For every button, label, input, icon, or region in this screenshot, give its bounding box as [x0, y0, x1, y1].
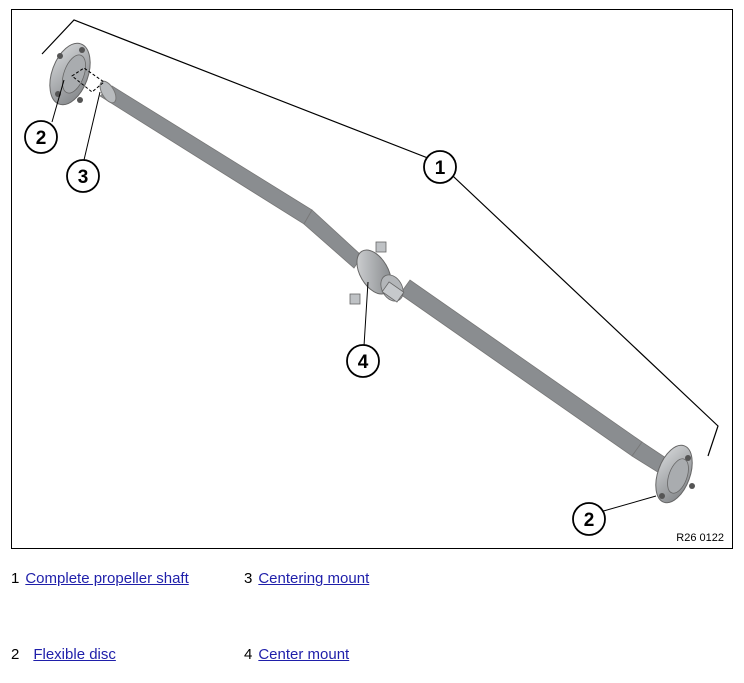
diagram-drawing: 1 2 3 2 4	[24, 19, 719, 536]
figure-reference-code: R26 0122	[676, 532, 724, 544]
center-mount-assembly	[349, 241, 405, 305]
leader-line-4	[363, 281, 369, 347]
front-flexible-disc	[49, 42, 91, 106]
callout-4: 4	[346, 344, 380, 378]
legend-number: 3	[244, 570, 253, 587]
propeller-shaft-diagram: 1 2 3 2 4 R26 0122	[11, 9, 733, 549]
legend-item-2: 2 Flexible disc	[11, 646, 116, 663]
rear-shaft-tube	[399, 279, 673, 477]
legend-item-3: 3 Centering mount	[244, 570, 369, 587]
link-flexible-disc[interactable]: Flexible disc	[33, 646, 116, 663]
callout-2-front: 2	[24, 120, 58, 154]
centering-mount-outline	[71, 67, 105, 93]
svg-text:3: 3	[78, 167, 89, 188]
link-centering-mount[interactable]: Centering mount	[258, 570, 370, 587]
link-center-mount[interactable]: Center mount	[258, 646, 350, 663]
leader-line-2-front	[51, 79, 65, 123]
legend-number: 2	[11, 646, 20, 663]
leader-line-3	[83, 91, 101, 161]
link-complete-propeller-shaft[interactable]: Complete propeller shaft	[25, 570, 189, 587]
legend-item-4: 4 Center mount	[244, 646, 349, 663]
callout-3: 3	[66, 159, 100, 193]
leader-line-2-rear	[599, 495, 657, 513]
callout-2-rear: 2	[572, 502, 606, 536]
legend-number: 4	[244, 646, 253, 663]
svg-text:1: 1	[435, 158, 446, 179]
bracket-line-complete-shaft	[41, 19, 719, 457]
legend-item-1: 1 Complete propeller shaft	[11, 570, 189, 587]
front-shaft-tube	[99, 80, 363, 269]
svg-text:2: 2	[36, 128, 47, 149]
rear-flexible-disc	[655, 444, 695, 504]
svg-text:4: 4	[358, 352, 369, 373]
callout-1: 1	[423, 150, 457, 184]
legend-number: 1	[11, 570, 20, 587]
svg-text:2: 2	[584, 510, 595, 531]
